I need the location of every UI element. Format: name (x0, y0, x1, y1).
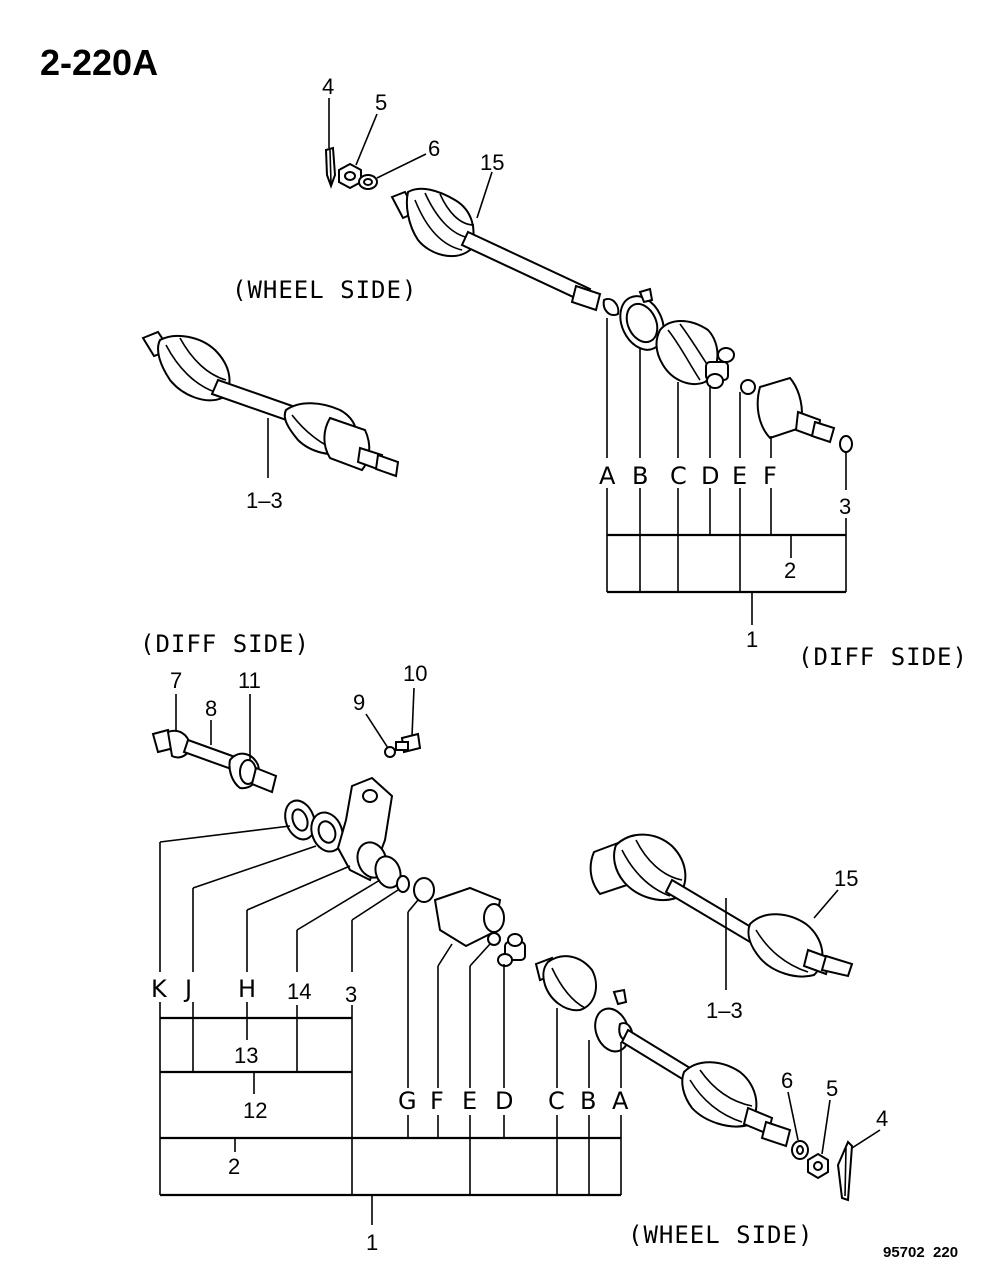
callout-9-lower: 9 (353, 690, 365, 715)
callout-a-upper: A (599, 462, 616, 490)
housing-f-lower (433, 886, 505, 948)
drive-shaft-lower-wheel (620, 1028, 792, 1148)
callout-c-lower: C (548, 1087, 565, 1115)
callout-f-lower: F (430, 1087, 444, 1115)
lower-wheel-side-label: (WHEEL SIDE) (628, 1221, 813, 1249)
cotter-pin-4-upper (324, 146, 337, 189)
callout-13-lower: 13 (234, 1043, 258, 1068)
callout-1-upper: 1 (746, 627, 758, 652)
callout-g-lower: G (398, 1087, 417, 1115)
callout-10-lower: 10 (403, 661, 427, 686)
tripod-d-lower (497, 933, 526, 967)
callout-d-lower: D (495, 1087, 513, 1115)
callout-j-lower: J (183, 975, 192, 1003)
bracket-h-lower (336, 776, 394, 882)
circlip-3-upper (839, 435, 853, 453)
boot-c-lower (534, 955, 597, 1012)
upper-assembly: (WHEEL SIDE) (DIFF SIDE) (141, 98, 968, 671)
diagram-ref-code: 95702 220 (883, 1244, 958, 1261)
nut-5-lower (807, 1152, 829, 1180)
seal-14-lower (374, 855, 402, 889)
callout-b-lower: B (580, 1087, 596, 1115)
callout-11-lower: 11 (238, 668, 261, 693)
callout-d-upper: D (701, 462, 719, 490)
band-b-upper (619, 287, 665, 351)
callout-14-lower: 14 (287, 979, 311, 1004)
bolt-10-lower (395, 732, 422, 754)
diagram-title: 2-220A (40, 42, 158, 83)
upper-wheel-side-label: (WHEEL SIDE) (232, 276, 417, 304)
callout-h-lower: H (238, 975, 256, 1003)
callout-e-upper: E (732, 462, 747, 490)
callout-15-upper: 15 (480, 150, 504, 175)
ring-g-lower (413, 877, 435, 903)
drive-shaft-1-3-upper (141, 330, 400, 478)
callout-a-lower: A (612, 1087, 629, 1115)
circlip-3-lower (396, 875, 410, 893)
inner-shaft-7-8-11 (151, 728, 278, 794)
lower-assembly: (DIFF SIDE) (WHEEL SIDE) (140, 630, 881, 1249)
washer-9-lower (384, 746, 396, 758)
callout-2-upper: 2 (784, 558, 796, 583)
bearing-j-lower (310, 811, 344, 853)
callout-3-lower: 3 (345, 982, 357, 1007)
washer-6-lower (791, 1140, 809, 1160)
callout-k-lower: K (151, 975, 168, 1003)
lower-diff-side-label: (DIFF SIDE) (140, 630, 310, 658)
callout-15-lower: 15 (834, 866, 858, 891)
upper-diff-side-label: (DIFF SIDE) (798, 643, 968, 671)
housing-f-upper (756, 376, 836, 444)
seal-k-lower (284, 799, 316, 841)
drive-shaft-1-3-lower (589, 833, 854, 978)
cotter-pin-4-lower (836, 1140, 854, 1202)
snap-ring-e-lower (487, 932, 501, 946)
clip-a-upper (602, 298, 620, 316)
tripod-d-upper (705, 347, 735, 389)
callout-5-lower: 5 (826, 1076, 838, 1101)
callout-4-lower: 4 (876, 1106, 888, 1131)
callout-2-lower: 2 (228, 1154, 240, 1179)
callout-6-lower: 6 (781, 1068, 793, 1093)
callout-3-upper: 3 (839, 494, 851, 519)
callout-1-3-upper: 1–3 (246, 488, 283, 513)
nut-5-upper (338, 162, 362, 190)
callout-8-lower: 8 (205, 696, 217, 721)
washer-6-upper (358, 174, 378, 190)
callout-7-lower: 7 (170, 668, 182, 693)
callout-c-upper: C (670, 462, 687, 490)
callout-6-upper: 6 (428, 136, 440, 161)
callout-b-upper: B (632, 462, 648, 490)
callout-5-upper: 5 (375, 90, 387, 115)
callout-e-lower: E (462, 1087, 477, 1115)
callout-12-lower: 12 (243, 1098, 267, 1123)
snap-ring-e-upper (740, 379, 756, 395)
drive-shaft-15-upper (390, 187, 602, 312)
callout-4-upper: 4 (322, 74, 334, 99)
callout-1-3-lower: 1–3 (706, 998, 743, 1023)
callout-1-lower: 1 (366, 1230, 378, 1255)
callout-f-upper: F (763, 462, 777, 490)
